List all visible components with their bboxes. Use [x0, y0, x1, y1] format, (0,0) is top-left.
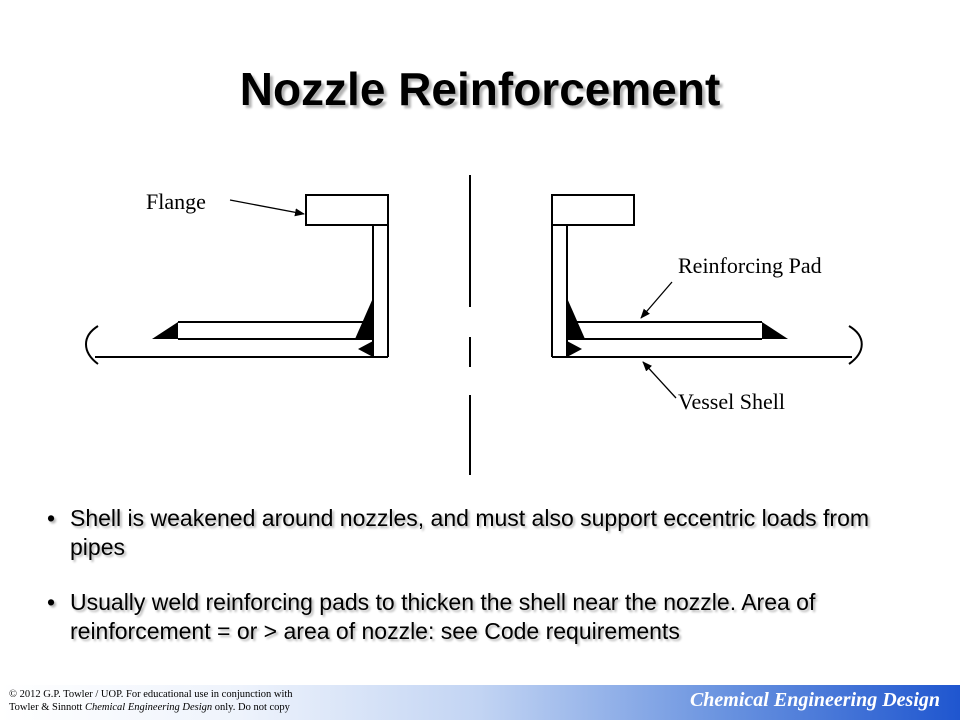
left-section [85, 194, 389, 365]
footer-brand: Chemical Engineering Design [689, 689, 940, 711]
right-pad-weld [762, 322, 788, 339]
right-flange [551, 194, 635, 226]
bullet-list: • Shell is weakened around nozzles, and … [0, 504, 960, 672]
flange-arrow [229, 199, 305, 217]
bullet-marker: • [47, 505, 56, 531]
footer-copyright: © 2012 G.P. Towler / UOP. For educationa… [9, 688, 389, 714]
left-nozzle-weld-upper [355, 298, 373, 339]
copyright-suffix: only. Do not copy [212, 702, 290, 713]
bullet-item: • Usually weld reinforcing pads to thick… [0, 588, 960, 646]
left-shell-break [85, 325, 99, 365]
right-nozzle-weld-lower [567, 341, 582, 357]
right-shell-break [848, 325, 863, 365]
leader-arrows [229, 199, 677, 399]
right-section [551, 194, 863, 365]
copyright-line-2: Towler & Sinnott Chemical Engineering De… [9, 701, 389, 714]
vessel-shell-label: Vessel Shell [678, 389, 785, 414]
flange-label: Flange [146, 189, 206, 214]
left-flange [305, 194, 389, 226]
reinforcing-pad-label: Reinforcing Pad [678, 253, 822, 278]
right-nozzle-weld-upper [567, 298, 585, 339]
reinforcing-pad-arrow [640, 281, 673, 319]
left-pad-weld [152, 322, 178, 339]
footer-bar: © 2012 G.P. Towler / UOP. For educationa… [0, 685, 960, 720]
vessel-shell-arrow [642, 361, 677, 399]
bullet-text: Shell is weakened around nozzles, and mu… [70, 505, 870, 560]
bullet-marker: • [47, 589, 56, 615]
left-nozzle-weld-lower [358, 341, 373, 357]
bullet-item: • Shell is weakened around nozzles, and … [0, 504, 960, 562]
slide-title: Nozzle Reinforcement [239, 63, 721, 115]
copyright-prefix: Towler & Sinnott [9, 702, 85, 713]
bullet-text: Usually weld reinforcing pads to thicken… [70, 589, 816, 644]
copyright-line-1: © 2012 G.P. Towler / UOP. For educationa… [9, 689, 293, 700]
copyright-book-title: Chemical Engineering Design [84, 702, 213, 713]
